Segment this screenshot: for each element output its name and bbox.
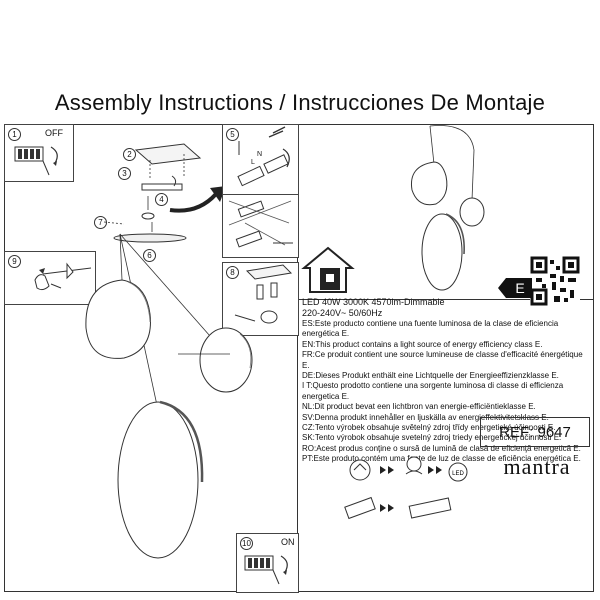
statement: NL:Dit product bevat een lichtbron van e… xyxy=(302,402,536,412)
step-10-panel: 10 ON xyxy=(236,533,299,593)
step-number: 6 xyxy=(143,249,156,262)
qr-code xyxy=(530,256,580,306)
statement: PT:Este produto contém uma fonte de luz … xyxy=(302,454,581,464)
step-8-panel: 8 xyxy=(222,262,299,336)
step-1-panel: 1 OFF xyxy=(4,124,74,182)
spec-line: LED 40W 3000K 4570lm-Dimmable xyxy=(302,297,445,307)
spec-line: 220-240V~ 50/60Hz xyxy=(302,308,383,318)
step-number: 4 xyxy=(155,193,168,206)
terminal-block-drawing xyxy=(237,126,290,187)
led-label: LED xyxy=(452,471,464,477)
statement: CZ:Tento výrobek obsahuje světelný zdroj… xyxy=(302,423,556,433)
canopy-drawing xyxy=(103,221,187,243)
pendant-lamp-overview xyxy=(410,125,485,291)
cable-adjust-drawing xyxy=(34,262,92,291)
neutral-label: N xyxy=(257,151,263,158)
pendant-lamp-drawing xyxy=(85,233,253,559)
step-number: 7 xyxy=(94,216,107,229)
bracket-screws-drawing xyxy=(234,264,293,324)
step-number: 5 xyxy=(226,128,239,141)
step-number: 3 xyxy=(118,167,131,180)
reference-box: REF: 9647 xyxy=(480,417,590,447)
product-info: LED 40W 3000K 4570lm-Dimmable 220-240V~ … xyxy=(302,297,592,465)
step-number: 10 xyxy=(240,537,253,550)
divider-vertical xyxy=(297,124,298,591)
wire-drawing xyxy=(228,200,293,248)
statement: ES:Este producto contiene una fuente lum… xyxy=(302,319,559,339)
on-label: ON xyxy=(281,537,295,547)
divider-horizontal xyxy=(297,299,594,300)
brand-logo: mantra xyxy=(503,454,571,479)
live-label: L xyxy=(251,159,255,166)
off-label: OFF xyxy=(45,128,63,138)
statement: FR:Ce produit contient une source lumine… xyxy=(302,350,583,370)
installation-icons: LED xyxy=(344,456,468,520)
step-number: 9 xyxy=(8,255,21,268)
step-number: 8 xyxy=(226,266,239,279)
statement: SK:Tento výrobok obsahuje svetelný zdroj… xyxy=(302,433,562,443)
statement: EN:This product contains a light source … xyxy=(302,339,543,349)
step-number: 2 xyxy=(123,148,136,161)
energy-class-badge: E xyxy=(498,278,532,298)
switch-icon xyxy=(244,555,288,585)
content-frame xyxy=(4,124,594,592)
wire-detail-panel xyxy=(222,194,299,258)
statement: I T:Questo prodotto contiene una sorgent… xyxy=(302,381,564,401)
step-number: 1 xyxy=(8,128,21,141)
switch-icon xyxy=(14,146,58,176)
step-5-panel: 5 N L xyxy=(222,124,299,196)
statement: SV:Denna produkt innehåller en ljuskälla… xyxy=(302,412,549,422)
page-title: Assembly Instructions / Instrucciones De… xyxy=(54,90,546,115)
indoor-use-icon xyxy=(301,246,355,293)
energy-class-letter: E xyxy=(515,280,524,296)
ceiling-bracket-drawing xyxy=(134,143,202,220)
statement: DE:Dieses Produkt enthält eine Lichtquel… xyxy=(302,371,559,381)
step-9-panel: 9 xyxy=(4,251,96,305)
statement: RO:Acest produs conţine o sursă de lumin… xyxy=(302,443,581,453)
